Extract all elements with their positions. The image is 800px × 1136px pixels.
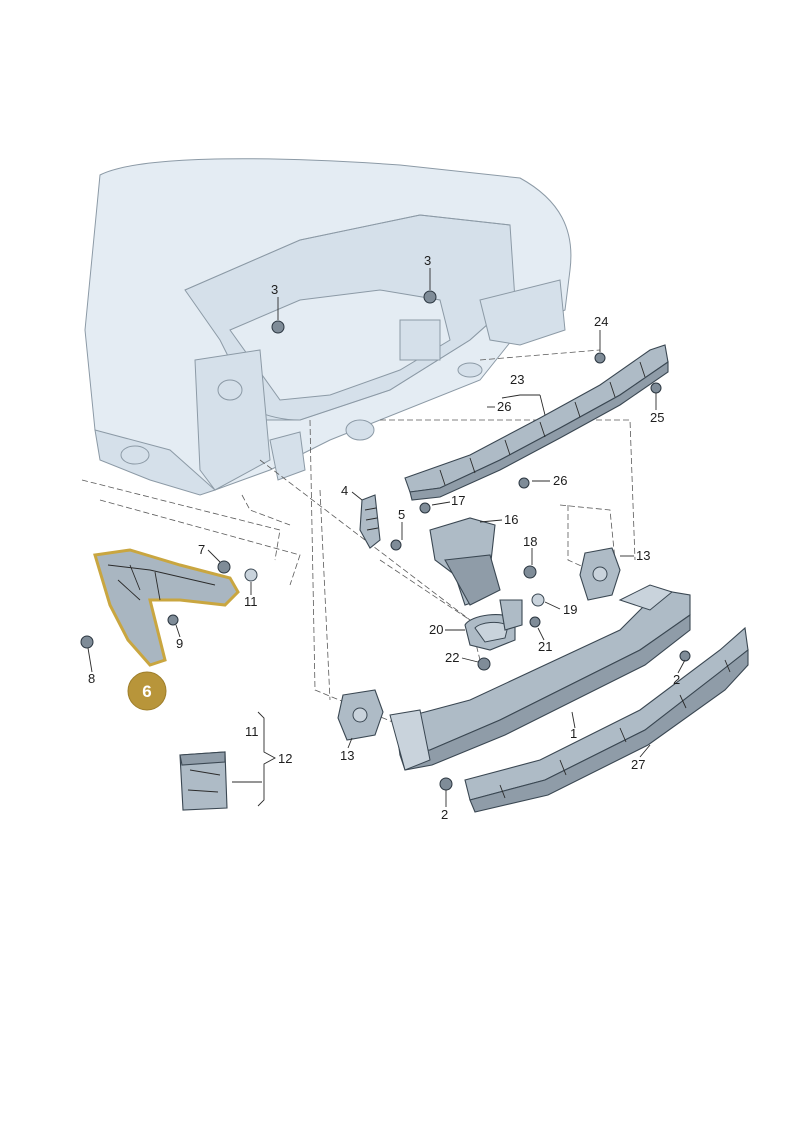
callout-9[interactable]: 9 (176, 636, 183, 651)
car-body-rear (84, 158, 572, 496)
callout-26a[interactable]: 26 (497, 399, 511, 414)
callout-16[interactable]: 16 (504, 512, 518, 527)
callout-13b[interactable]: 13 (340, 748, 354, 763)
callout-2b[interactable]: 2 (441, 807, 448, 822)
part-13-plate-right[interactable] (579, 547, 621, 601)
callout-21[interactable]: 21 (538, 639, 552, 654)
callout-6-circle (127, 671, 167, 711)
callout-22[interactable]: 22 (445, 650, 459, 665)
callout-11b[interactable]: 11 (245, 724, 259, 739)
part-20-guide[interactable] (464, 599, 523, 651)
callout-1[interactable]: 1 (570, 726, 577, 741)
bolt-3b (423, 290, 437, 304)
callout-20[interactable]: 20 (429, 622, 443, 637)
part-27-absorber[interactable] (464, 626, 749, 813)
part-1-bumper-beam[interactable] (389, 584, 691, 771)
callout-26b[interactable]: 26 (553, 473, 567, 488)
callout-3b[interactable]: 3 (424, 253, 431, 268)
callout-19[interactable]: 19 (563, 602, 577, 617)
callout-4[interactable]: 4 (341, 483, 348, 498)
callout-2a[interactable]: 2 (673, 672, 680, 687)
part-6-bracket[interactable] (93, 548, 240, 667)
callout-8[interactable]: 8 (88, 671, 95, 686)
part-13-plate-left[interactable] (337, 689, 384, 741)
callout-labels: 3 3 24 25 23 26 26 4 5 17 16 18 19 13 7 … (88, 253, 680, 822)
callout-6: 6 (142, 682, 151, 701)
callout-23[interactable]: 23 (510, 372, 524, 387)
callout-24[interactable]: 24 (594, 314, 608, 329)
callout-3a[interactable]: 3 (271, 282, 278, 297)
part-16-bracket[interactable] (429, 517, 501, 606)
callout-25[interactable]: 25 (650, 410, 664, 425)
callout-13a[interactable]: 13 (636, 548, 650, 563)
callout-12[interactable]: 12 (278, 751, 292, 766)
callout-5[interactable]: 5 (398, 507, 405, 522)
callout-7[interactable]: 7 (198, 542, 205, 557)
callout-6-badge[interactable]: 6 (127, 671, 167, 711)
part-23-energy-absorber[interactable] (404, 344, 669, 501)
callout-18[interactable]: 18 (523, 534, 537, 549)
bolt-3a (271, 320, 285, 334)
callout-17[interactable]: 17 (451, 493, 465, 508)
callout-11a[interactable]: 11 (244, 594, 258, 609)
leader-lines (87, 268, 686, 807)
callout-27[interactable]: 27 (631, 757, 645, 772)
fasteners (80, 290, 691, 791)
part-4-bracket[interactable] (359, 494, 381, 549)
part-12-repair-kit-bag[interactable] (179, 751, 228, 811)
